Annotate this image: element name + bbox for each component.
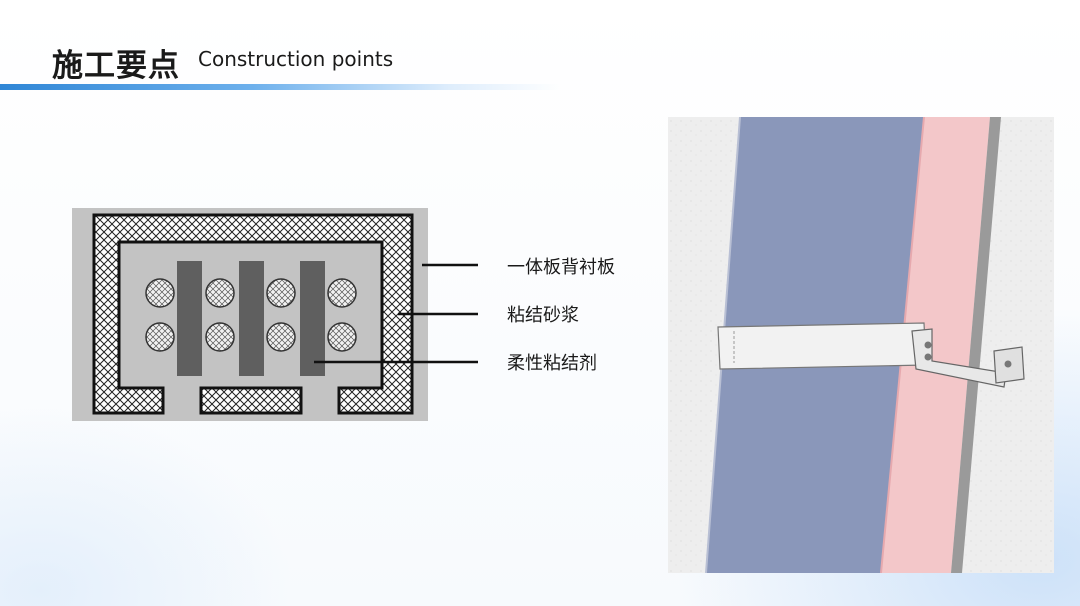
anchor-circle	[205, 278, 235, 308]
label-backing-board: 一体板背衬板	[507, 257, 615, 278]
anchor-circle	[327, 322, 357, 352]
adhesive-bar	[239, 261, 264, 376]
anchor-circle	[266, 278, 296, 308]
mortar-bottom-block	[199, 386, 303, 415]
bracket-strip	[717, 322, 927, 370]
anchor-circle	[205, 322, 235, 352]
label-bonding-mortar: 粘结砂浆	[507, 305, 579, 326]
edge-strip	[951, 117, 1001, 573]
anchor-circle	[145, 322, 175, 352]
title-underline-bar	[0, 84, 560, 90]
cross-section-diagram	[72, 208, 428, 421]
page-title-en: Construction points	[198, 47, 394, 71]
label-flexible-adhesive: 柔性粘结剂	[507, 353, 597, 374]
mortar-shell	[92, 213, 414, 415]
anchor-circle	[266, 322, 296, 352]
pink-layer	[881, 117, 990, 573]
anchor-circle	[145, 278, 175, 308]
adhesive-bar	[177, 261, 202, 376]
anchor-circle	[327, 278, 357, 308]
page-title-zh: 施工要点	[52, 48, 180, 84]
adhesive-bar	[300, 261, 325, 376]
installation-illustration	[668, 117, 1054, 573]
